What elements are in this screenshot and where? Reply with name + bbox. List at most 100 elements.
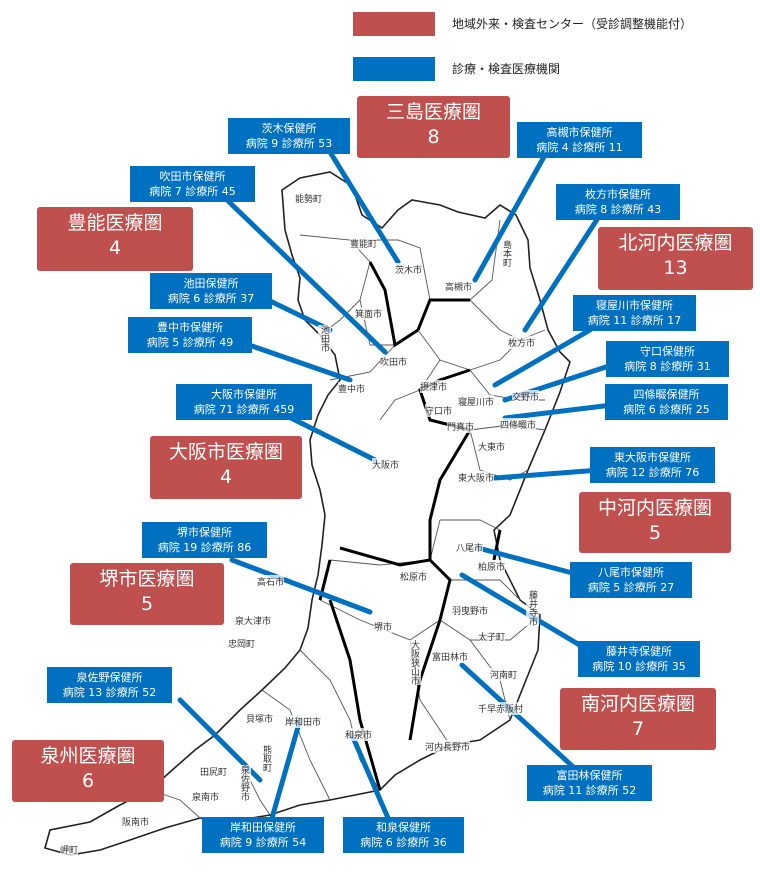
center-name: 寝屋川市保健所 xyxy=(596,299,673,312)
center-name: 守口保健所 xyxy=(640,345,695,358)
center-ikeda: 池田保健所 病院 6 診療所 37 xyxy=(150,273,272,309)
region-name: 大阪市医療圏 xyxy=(168,441,283,463)
center-shijonawate: 四條畷保健所 病院 6 診療所 25 xyxy=(605,384,728,420)
city-label: 田尻町 xyxy=(200,765,228,778)
city-label: 寝屋川市 xyxy=(458,395,495,408)
city-label: 岬町 xyxy=(60,843,79,856)
center-yao: 八尾市保健所 病院 5 診療所 27 xyxy=(570,562,692,598)
city-label: 大阪市 xyxy=(372,458,400,471)
center-name: 岸和田保健所 xyxy=(230,821,296,834)
center-neyagawa: 寝屋川市保健所 病院 11 診療所 17 xyxy=(573,295,696,331)
city-label: 東大阪市 xyxy=(458,471,495,484)
city-label: 茨木市 xyxy=(395,263,423,276)
city-label: 千早赤阪村 xyxy=(478,702,524,715)
city-label: 枚方市 xyxy=(508,336,536,349)
center-name: 八尾市保健所 xyxy=(598,566,664,579)
center-name: 東大阪市保健所 xyxy=(614,451,691,464)
city-label: 貝塚市 xyxy=(246,712,274,725)
city-label: 高石市 xyxy=(257,575,285,588)
center-name: 和泉保健所 xyxy=(376,821,431,834)
center-name: 藤井寺保健所 xyxy=(606,645,672,658)
city-label: 大阪狭山市 xyxy=(408,640,421,685)
center-name: 茨木保健所 xyxy=(261,122,317,135)
center-toyonaka: 豊中市保健所 病院 5 診療所 49 xyxy=(128,317,252,353)
region-name: 中河内医療圏 xyxy=(597,497,712,519)
region-count: 4 xyxy=(219,466,233,488)
center-detail: 病院 5 診療所 49 xyxy=(146,336,234,349)
city-label: 羽曳野市 xyxy=(452,604,489,617)
city-label: 和泉市 xyxy=(345,728,373,741)
city-label: 八尾市 xyxy=(456,541,484,554)
center-detail: 病院 4 診療所 11 xyxy=(536,141,623,154)
center-detail: 病院 10 診療所 35 xyxy=(592,660,686,673)
city-label: 島本町 xyxy=(500,240,513,267)
city-label: 豊中市 xyxy=(338,382,366,395)
city-label: 忠岡町 xyxy=(228,637,256,650)
center-fujiidera: 藤井寺保健所 病院 10 診療所 35 xyxy=(578,641,700,677)
city-label: 高槻市 xyxy=(445,280,473,293)
city-label: 松原市 xyxy=(400,570,428,583)
city-label: 藤井寺市 xyxy=(526,590,539,626)
center-izumisano: 泉佐野保健所 病院 13 診療所 52 xyxy=(47,667,172,703)
legend-swatch-center xyxy=(353,12,435,36)
city-label: 河南町 xyxy=(490,668,518,681)
region-toyono: 豊能医療圏 4 xyxy=(37,207,193,271)
center-detail: 病院 7 診療所 45 xyxy=(149,185,236,198)
center-name: 高槻市保健所 xyxy=(546,126,613,139)
center-detail: 病院 6 診療所 37 xyxy=(167,292,255,305)
city-label: 泉大津市 xyxy=(235,614,272,627)
map-land xyxy=(44,171,571,856)
center-detail: 病院 71 診療所 459 xyxy=(193,403,295,416)
region-count: 5 xyxy=(140,593,154,615)
legend-swatch-clinic xyxy=(353,57,435,81)
center-detail: 病院 6 診療所 25 xyxy=(623,403,710,416)
center-name: 富田林保健所 xyxy=(556,769,623,782)
center-name: 池田保健所 xyxy=(183,277,239,290)
center-name: 吹田市保健所 xyxy=(159,170,226,183)
center-detail: 病院 12 診療所 76 xyxy=(605,466,700,479)
region-count: 8 xyxy=(427,126,440,148)
region-count: 5 xyxy=(648,522,662,544)
center-detail: 病院 13 診療所 52 xyxy=(62,686,157,699)
center-detail: 病院 9 診療所 53 xyxy=(245,137,333,150)
legend-label-clinic: 診療・検査医療機関 xyxy=(452,62,561,76)
region-senshu: 泉州医療圏 6 xyxy=(12,740,164,802)
city-label: 柏原市 xyxy=(478,560,506,573)
region-nakakawachi: 中河内医療圏 5 xyxy=(579,492,731,553)
center-hirakata: 枚方市保健所 病院 8 診療所 43 xyxy=(556,184,680,220)
city-label: 守口市 xyxy=(425,404,453,417)
center-osaka-city: 大阪市保健所 病院 71 診療所 459 xyxy=(176,384,312,420)
city-label: 能勢町 xyxy=(295,192,323,205)
center-izumi: 和泉保健所 病院 6 診療所 36 xyxy=(343,817,464,853)
region-osaka-city: 大阪市医療圏 4 xyxy=(150,436,302,499)
city-label: 豊能町 xyxy=(350,237,378,250)
legend-label-center: 地域外来・検査センター（受診調整機能付） xyxy=(452,17,693,31)
city-label: 富田林市 xyxy=(432,650,469,663)
city-label: 四條畷市 xyxy=(500,418,537,431)
region-name: 豊能医療圏 xyxy=(67,212,163,234)
leader-lines xyxy=(177,149,615,821)
center-kishiwada: 岸和田保健所 病院 9 診療所 54 xyxy=(202,817,324,853)
center-name: 四條畷保健所 xyxy=(633,388,700,401)
region-count: 4 xyxy=(108,237,122,259)
city-label: 箕面市 xyxy=(355,307,383,320)
center-detail: 病院 8 診療所 43 xyxy=(574,203,662,216)
region-name: 泉州医療圏 xyxy=(40,745,136,767)
city-label: 阪南市 xyxy=(122,815,150,828)
region-kitakawachi: 北河内医療圏 13 xyxy=(598,227,753,290)
region-count: 13 xyxy=(663,257,688,279)
region-name: 南河内医療圏 xyxy=(580,693,695,715)
center-name: 泉佐野保健所 xyxy=(76,671,143,684)
city-label: 堺市 xyxy=(374,620,393,633)
region-count: 6 xyxy=(81,770,95,792)
municipal-boundaries xyxy=(149,219,546,819)
center-detail: 病院 9 診療所 54 xyxy=(219,836,307,849)
city-label: 吹田市 xyxy=(380,355,408,368)
region-sakai-city: 堺市医療圏 5 xyxy=(70,563,224,625)
center-detail: 病院 5 診療所 27 xyxy=(587,581,675,594)
center-detail: 病院 11 診療所 17 xyxy=(587,314,682,327)
city-label: 門真市 xyxy=(447,420,475,433)
city-label: 太子町 xyxy=(478,630,506,643)
center-takatsuki: 高槻市保健所 病院 4 診療所 11 xyxy=(517,122,642,158)
region-minamikawachi: 南河内医療圏 7 xyxy=(560,688,716,750)
